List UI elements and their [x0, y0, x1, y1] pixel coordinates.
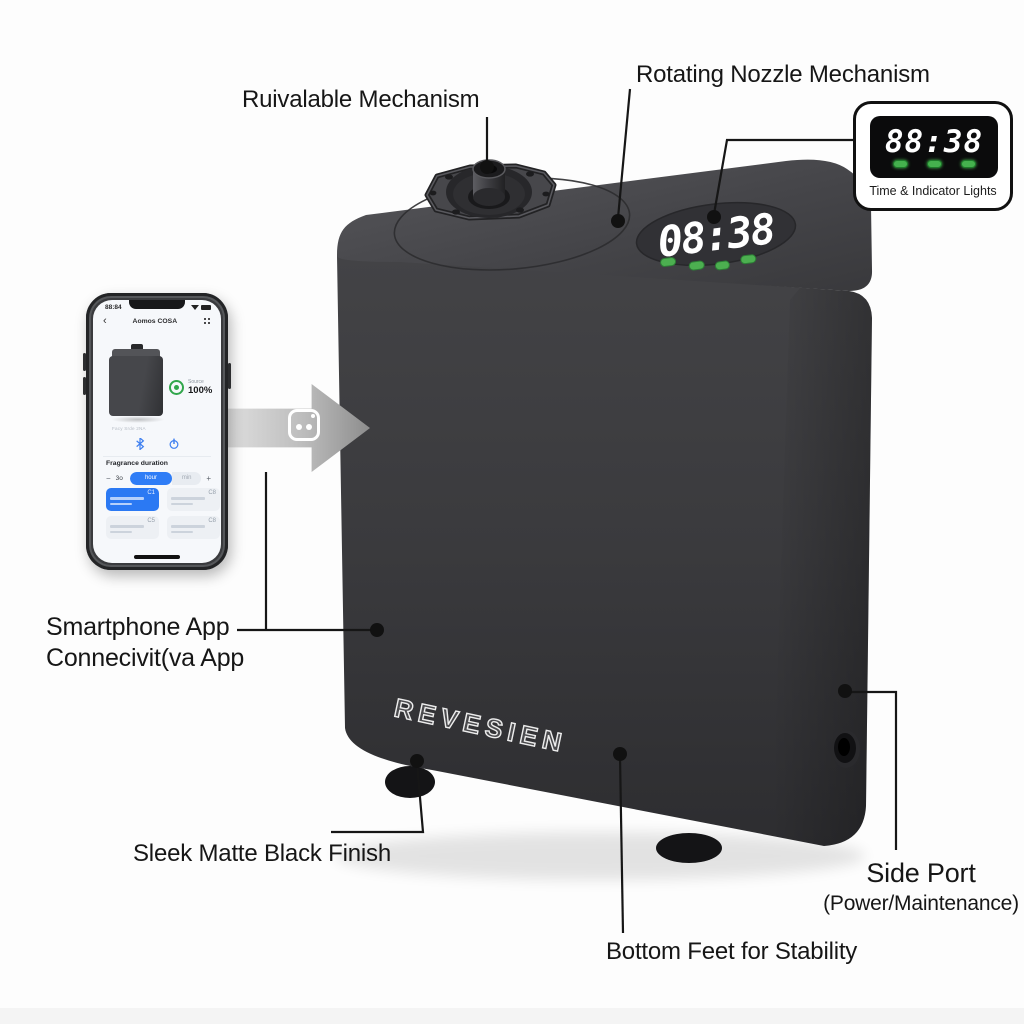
icon-dot [306, 424, 312, 430]
phone-notch [129, 300, 185, 309]
card-code: C8 [208, 518, 216, 524]
power-button [228, 363, 231, 389]
side-port [832, 730, 860, 768]
power-icon [169, 438, 179, 449]
callout-lines [237, 88, 898, 934]
status-icons [191, 305, 211, 310]
card-text-bar [110, 502, 132, 505]
thumbnail-body [109, 356, 163, 416]
card-text-bar [171, 497, 205, 500]
inset-caption: Time & Indicator Lights [869, 184, 997, 198]
stepper-value: 3o [115, 474, 123, 482]
back-chevron-icon: ‹ [103, 315, 107, 327]
divider [103, 456, 211, 457]
stepper-minus-button: − [106, 473, 111, 483]
card-text-bar [171, 525, 205, 528]
app-nav-bar: ‹ Aomos COSA [103, 315, 211, 327]
icon-dot [311, 414, 315, 418]
status-bar: 88:84 [105, 304, 211, 311]
section-title: Fragrance duration [106, 460, 168, 467]
card-text-bar [171, 530, 193, 533]
inset-time: 88:38 [884, 123, 984, 160]
app-title: Aomos COSA [132, 317, 178, 325]
device-foot-left [385, 766, 435, 798]
time-display-inset: 88:38 Time & Indicator Lights [853, 101, 1013, 211]
device-indicator-lights [660, 254, 757, 271]
battery-icon [201, 305, 211, 310]
scent-card: C1 [106, 488, 159, 511]
callout-dots [370, 160, 852, 768]
app-link-icon [288, 409, 320, 441]
smartphone: 88:84 ‹ Aomos COSA Source 100% Facy Sr [83, 293, 231, 570]
device-thumbnail [109, 344, 167, 424]
indicator-light-icon [926, 159, 942, 168]
device-shadow [335, 832, 865, 880]
label-top-mechanism: Ruivalable Mechanism [242, 86, 480, 113]
indicator-light-icon [960, 159, 976, 168]
scent-card: C8 [167, 516, 220, 539]
inset-indicator-lights [892, 159, 976, 168]
volume-button [83, 377, 86, 395]
card-text-bar [171, 502, 193, 505]
home-indicator [134, 555, 180, 559]
battery-value: 100% [188, 385, 213, 396]
device-caption: Facy Srde 2NA [112, 426, 146, 431]
card-text-bar [110, 530, 132, 533]
unit-toggle-active: hour [129, 471, 173, 485]
scent-card: C5 [106, 516, 159, 539]
card-text-bar [110, 497, 144, 500]
thumbnail-shadow [111, 416, 165, 423]
unit-toggle-inactive: min [172, 471, 202, 485]
phone-screen: 88:84 ‹ Aomos COSA Source 100% Facy Sr [93, 300, 221, 563]
battery-label: Source [188, 379, 204, 385]
duration-stepper: − 3o hour min + [106, 471, 211, 485]
label-side-port-title: Side Port [866, 858, 976, 888]
wifi-icon [191, 305, 199, 310]
inset-display: 88:38 [870, 116, 998, 178]
unit-toggle: hour min [129, 471, 202, 485]
label-finish: Sleek Matte Black Finish [133, 840, 391, 867]
label-side-port-sub: (Power/Maintenance) [823, 892, 1019, 915]
battery-ring-icon [169, 380, 184, 395]
scent-card: C8 [167, 488, 220, 511]
bluetooth-icon [136, 438, 145, 450]
device-foot-right [656, 833, 722, 863]
label-smartphone-line2: Connecivit(va App [46, 644, 245, 672]
menu-grid-icon [202, 317, 211, 325]
label-smartphone-line1: Smartphone App [46, 613, 230, 641]
device-right-shade [772, 288, 872, 846]
card-code: C8 [208, 490, 216, 496]
indicator-light-icon [892, 159, 908, 168]
label-smartphone-app: Smartphone App Connecivit(va App [46, 612, 244, 674]
thumbnail-nozzle [131, 344, 143, 351]
stepper-plus-button: + [206, 473, 211, 483]
connectivity-icons [93, 438, 221, 450]
bottom-shade [0, 1008, 1024, 1024]
volume-button [83, 353, 86, 371]
card-code: C5 [147, 518, 155, 524]
icon-dot [296, 424, 302, 430]
card-text-bar [110, 525, 144, 528]
scent-card-grid: C1 C8 C5 C8 [106, 488, 221, 539]
status-time: 88:84 [105, 304, 122, 311]
device-front-face [337, 256, 872, 846]
label-side-port: Side Port (Power/Maintenance) [816, 858, 1024, 916]
label-bottom-feet: Bottom Feet for Stability [606, 938, 858, 965]
label-rotating-nozzle: Rotating Nozzle Mechanism [636, 61, 930, 88]
card-code: C1 [147, 490, 155, 496]
